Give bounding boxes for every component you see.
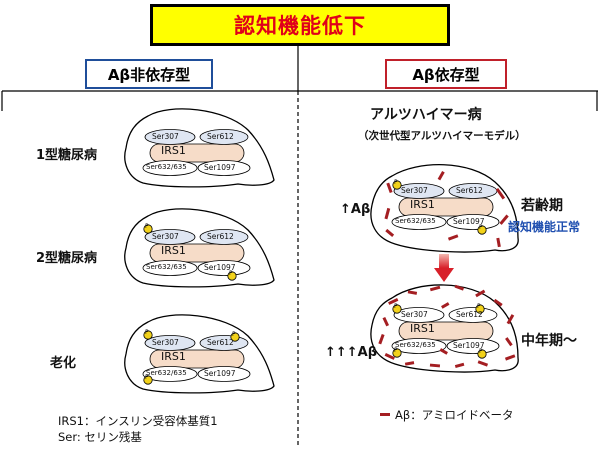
site-label-ser612: Ser612 [207, 132, 234, 141]
legend-ser: Ser: セリン残基 [58, 430, 142, 444]
site-label-ser307: Ser307 [152, 132, 179, 141]
progression-arrow-shaft [439, 254, 449, 268]
site-ser1097 [197, 366, 251, 382]
phospho-marker [227, 271, 237, 281]
site-label-ser1097: Ser1097 [204, 263, 236, 272]
site-label-ser612: Ser612 [207, 232, 234, 241]
site-ser612 [199, 129, 249, 145]
site-label-ser1097: Ser1097 [453, 217, 485, 226]
phospho-p: P [394, 347, 398, 354]
site-ser632 [142, 366, 198, 382]
irs1-label: IRS1 [161, 144, 186, 157]
phospho-marker [143, 375, 153, 385]
site-ser307 [393, 183, 445, 199]
site-label-ser1097: Ser1097 [204, 369, 236, 378]
site-ser632 [391, 338, 447, 354]
site-label-ser1097: Ser1097 [204, 163, 236, 172]
site-label-ser307: Ser307 [401, 310, 428, 319]
legend-abeta-mark [380, 413, 390, 416]
irs1-body [149, 243, 245, 263]
irs1-body [149, 143, 245, 163]
phospho-p: P [232, 331, 236, 338]
site-ser632 [142, 260, 198, 276]
phospho-marker [230, 332, 240, 342]
site-ser1097 [446, 338, 500, 354]
site-ser307 [144, 335, 196, 351]
irs1-label: IRS1 [410, 198, 435, 211]
site-ser612 [199, 229, 249, 245]
condition-type1-diabetes: 1型糖尿病 [36, 148, 98, 163]
phospho-marker [392, 348, 402, 358]
site-label-ser632: Ser632/635 [146, 263, 187, 271]
site-label-ser632: Ser632/635 [146, 369, 187, 377]
phospho-marker [392, 304, 402, 314]
phospho-p: P [479, 348, 483, 355]
stage-young: 若齢期 [521, 198, 563, 214]
irs1-label: IRS1 [410, 322, 435, 335]
site-label-ser632: Ser632/635 [395, 341, 436, 349]
model-name: （次世代型アルツハイマーモデル） [358, 130, 526, 142]
phospho-p: P [229, 270, 233, 277]
abeta-level-young: ↑Aβ [340, 202, 371, 217]
cognitive-status-normal: 認知機能正常 [508, 220, 581, 234]
phospho-marker [392, 180, 402, 190]
phospho-marker [477, 349, 487, 359]
site-ser307 [144, 129, 196, 145]
phospho-p: P [394, 179, 398, 186]
irs1-label: IRS1 [161, 244, 186, 257]
phospho-marker [475, 304, 485, 314]
site-ser307 [144, 229, 196, 245]
abeta-marks-middle [378, 284, 516, 368]
irs1-body [149, 349, 245, 369]
abeta-dependent-title: Aβ依存型 [385, 59, 507, 89]
site-label-ser612: Ser612 [456, 186, 483, 195]
irs1-body [398, 197, 494, 217]
site-ser612 [448, 307, 498, 323]
site-ser632 [391, 214, 447, 230]
abeta-level-middle: ↑↑↑Aβ [325, 345, 378, 360]
site-label-ser612: Ser612 [456, 310, 483, 319]
phospho-p: P [145, 374, 149, 381]
abeta-independent-title: Aβ非依存型 [85, 59, 213, 89]
legend-abeta: Aβ：アミロイドベータ [395, 408, 514, 422]
site-label-ser307: Ser307 [401, 186, 428, 195]
phospho-marker [143, 330, 153, 340]
irs1-body [398, 321, 494, 341]
main-title: 認知機能低下 [150, 4, 450, 46]
site-ser632 [142, 160, 198, 176]
site-ser307 [393, 307, 445, 323]
condition-type2-diabetes: 2型糖尿病 [36, 251, 98, 266]
condition-aging: 老化 [50, 356, 77, 371]
phospho-p: P [145, 329, 149, 336]
site-label-ser307: Ser307 [152, 232, 179, 241]
phospho-marker [143, 224, 153, 234]
legend-irs1: IRS1：インスリン受容体基質1 [58, 414, 218, 428]
phospho-marker [477, 225, 487, 235]
site-ser1097 [197, 260, 251, 276]
phospho-p: P [394, 303, 398, 310]
site-label-ser632: Ser632/635 [146, 163, 187, 171]
phospho-p: P [479, 224, 483, 231]
phospho-p: P [145, 223, 149, 230]
abeta-marks-young [384, 171, 509, 248]
site-label-ser632: Ser632/635 [395, 217, 436, 225]
site-label-ser612: Ser612 [207, 338, 234, 347]
irs1-label: IRS1 [161, 350, 186, 363]
phospho-p: P [477, 303, 481, 310]
site-ser1097 [446, 214, 500, 230]
site-ser1097 [197, 160, 251, 176]
site-label-ser307: Ser307 [152, 338, 179, 347]
progression-arrow-head [434, 268, 454, 282]
disease-name: アルツハイマー病 [370, 107, 482, 123]
stage-middle: 中年期〜 [521, 333, 577, 349]
site-label-ser1097: Ser1097 [453, 341, 485, 350]
